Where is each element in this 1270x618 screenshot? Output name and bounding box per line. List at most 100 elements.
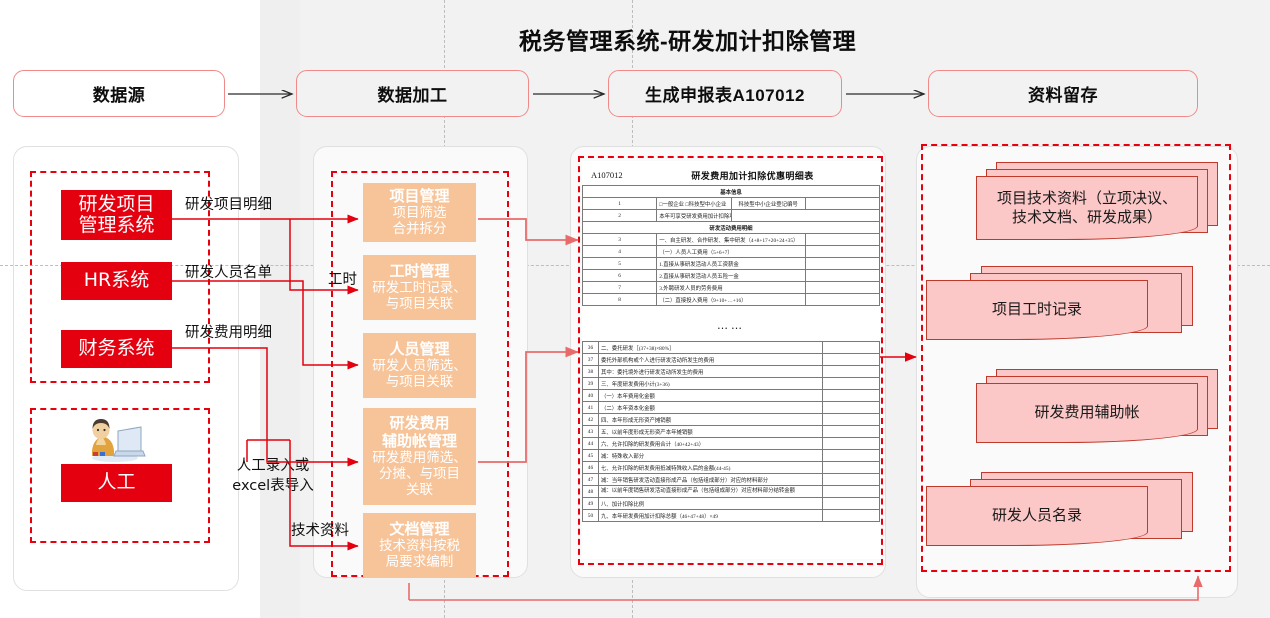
- row-value: [822, 401, 880, 414]
- row-number: 47: [582, 473, 599, 486]
- stage-pill-data-processing[interactable]: 数据加工: [296, 70, 529, 117]
- row-value: [804, 245, 881, 258]
- table-row: 1 □一般企业 □科技型中小企业 科技型中小企业登记编号: [581, 197, 881, 210]
- doc-card-front: 研发人员名录: [926, 486, 1148, 546]
- table-row: 44 六、允许扣除的研发费用合计（40+42+43）: [582, 437, 880, 450]
- table-row: 39 三、年度研发费用小计(3+36): [582, 377, 880, 390]
- page-title: 税务管理系统-研发加计扣除管理: [519, 28, 857, 54]
- dashed-frame-systems: [30, 171, 210, 383]
- table-row: 6 2.直接从事研发活动人员五险一金: [581, 269, 881, 282]
- process-block-project-management[interactable]: 项目管理 项目筛选 合并拆分: [363, 183, 476, 242]
- row-value: [822, 437, 880, 450]
- doc-label-line: 项目技术资料（立项决议、: [996, 188, 1177, 207]
- doc-stack-rd-staff-directory[interactable]: 研发人员名录: [926, 468, 1216, 560]
- doc-card-front: 研发费用辅助帐: [976, 383, 1198, 443]
- doc-stack-project-tech-materials[interactable]: 项目技术资料（立项决议、 技术文档、研发成果）: [940, 158, 1230, 250]
- form-a107012: A107012 研发费用加计扣除优惠明细表 基本信息 1 □一般企业 □科技型中…: [581, 161, 881, 559]
- row-number: 50: [582, 509, 599, 522]
- table-row: 43 五、以前年度形成无形资产本年摊销额: [582, 425, 880, 438]
- table-section-row: 研发活动费用明细: [582, 221, 880, 234]
- table-row: 3 一、自主研发、合作研发、集中研发（4+8+17+20+24+35）: [581, 233, 881, 246]
- table-row: 5 1.直接从事研发活动人员工资薪金: [581, 257, 881, 270]
- row-label: 减：特殊收入部分: [598, 449, 823, 462]
- row-label: 3.外聘研发人员的劳务费用: [656, 281, 806, 294]
- row-value: [804, 269, 881, 282]
- row-value: [822, 389, 880, 402]
- row-value: [804, 293, 881, 306]
- form-header: A107012 研发费用加计扣除优惠明细表: [582, 167, 880, 183]
- row-label: 四、本年形成无形资产摊销额: [598, 413, 823, 426]
- dashed-frame-manual: [30, 408, 210, 543]
- stage-pill-data-source[interactable]: 数据源: [13, 70, 225, 117]
- stage-pill-generate-form[interactable]: 生成申报表A107012: [608, 70, 842, 117]
- row-label: 2.直接从事研发活动人员五险一金: [656, 269, 806, 282]
- table-row: 7 3.外聘研发人员的劳务费用: [581, 281, 881, 294]
- doc-stack-rd-expense-ledger[interactable]: 研发费用辅助帐: [940, 365, 1230, 457]
- process-block-staff-management[interactable]: 人员管理 研发人员筛选、 与项目关联: [363, 333, 476, 398]
- doc-card-front: 项目技术资料（立项决议、 技术文档、研发成果）: [976, 176, 1198, 240]
- row-label: 六、允许扣除的研发费用合计（40+42+43）: [598, 437, 823, 450]
- row-number: 43: [582, 425, 599, 438]
- source-block-rd-project-system[interactable]: 研发项目 管理系统: [61, 190, 172, 240]
- row-value: [822, 365, 880, 378]
- row-number: 45: [582, 449, 599, 462]
- row-value: [804, 197, 881, 210]
- process-block-worktime-management[interactable]: 工时管理 研发工时记录、 与项目关联: [363, 255, 476, 320]
- source-label-line1: HR系统: [83, 269, 150, 292]
- process-body-line: 关联: [406, 481, 433, 497]
- row-label: 减：以前年度销售研发活动直接形成产品（包括组成部分）对应材料部分结转金额: [598, 485, 823, 498]
- dashed-frame-form: [578, 156, 883, 565]
- stage-pill-label: 数据加工: [377, 86, 448, 105]
- table-row: 46 七、允许扣除的研发费用抵减特殊收入后的金额(44-45): [582, 461, 880, 474]
- connector-label-tech-docs: 技术资料: [291, 523, 349, 539]
- section-title: 研发活动费用明细: [582, 221, 880, 234]
- doc-stack-project-worktime-records[interactable]: 项目工时记录: [926, 262, 1216, 354]
- row-number: 2: [581, 209, 658, 222]
- process-block-document-management[interactable]: 文档管理 技术资料按税 局要求编制: [363, 513, 476, 578]
- table-row: 45 减：特殊收入部分: [582, 449, 880, 462]
- source-label-line1: 人工: [97, 471, 136, 494]
- row-number: 42: [582, 413, 599, 426]
- table-row: 36 二、委托研发［(37+38)×80%］: [582, 341, 880, 354]
- row-label: 九、本年研发费用加计扣除总额（46+47+48）×49: [598, 509, 823, 522]
- doc-label-line: 研发人员名录: [991, 506, 1082, 525]
- process-body-line: 合并拆分: [392, 221, 447, 237]
- process-body-line: 局要求编制: [385, 554, 454, 570]
- row-value: [822, 377, 880, 390]
- process-body-line: 项目筛选: [392, 205, 447, 221]
- row-number: 41: [582, 401, 599, 414]
- row-number: 44: [582, 437, 599, 450]
- connector-label-worktime: 工时: [328, 272, 357, 288]
- process-body-line: 研发工时记录、: [372, 280, 467, 296]
- stage-pill-archive[interactable]: 资料留存: [928, 70, 1198, 117]
- row-number: 48: [582, 485, 599, 498]
- row-value: [822, 425, 880, 438]
- row-number: 5: [581, 257, 658, 270]
- row-value: [804, 233, 881, 246]
- row-number: 4: [581, 245, 658, 258]
- process-head: 人员管理: [389, 340, 450, 358]
- form-title: 研发费用加计扣除优惠明细表: [691, 170, 814, 181]
- source-label-line1: 研发项目: [78, 192, 155, 215]
- process-block-expense-ledger-management[interactable]: 研发费用 辅助帐管理 研发费用筛选、 分摊、与项目 关联: [363, 408, 476, 505]
- process-body-line: 研发费用筛选、: [372, 450, 467, 465]
- connector-label-rd-staff-roster: 研发人员名单: [185, 265, 272, 281]
- process-body-line: 分摊、与项目: [379, 465, 460, 481]
- row-value: [822, 509, 880, 522]
- connector-label-manual-entry: 人工录入或: [236, 458, 310, 474]
- row-value: [822, 473, 880, 486]
- row-value: [822, 461, 880, 474]
- source-block-manual[interactable]: 人工: [61, 464, 172, 502]
- table-row: 4 （一）人员人工费用（5+6+7）: [581, 245, 881, 258]
- source-block-hr-system[interactable]: HR系统: [61, 262, 172, 300]
- row-label: 减：当年销售研发活动直接形成产品（包括组成部分）对应的材料部分: [598, 473, 823, 486]
- row-label: （一）人员人工费用（5+6+7）: [656, 245, 806, 258]
- stage-pill-label: 数据源: [92, 86, 146, 105]
- process-head: 工时管理: [389, 262, 450, 280]
- row-value: [822, 449, 880, 462]
- row-label: 1.直接从事研发活动人员工资薪金: [656, 257, 806, 270]
- source-block-finance-system[interactable]: 财务系统: [61, 330, 172, 368]
- process-body-line: 与项目关联: [385, 374, 454, 390]
- doc-label-line: 研发费用辅助帐: [1034, 403, 1140, 422]
- row-number: 39: [582, 377, 599, 390]
